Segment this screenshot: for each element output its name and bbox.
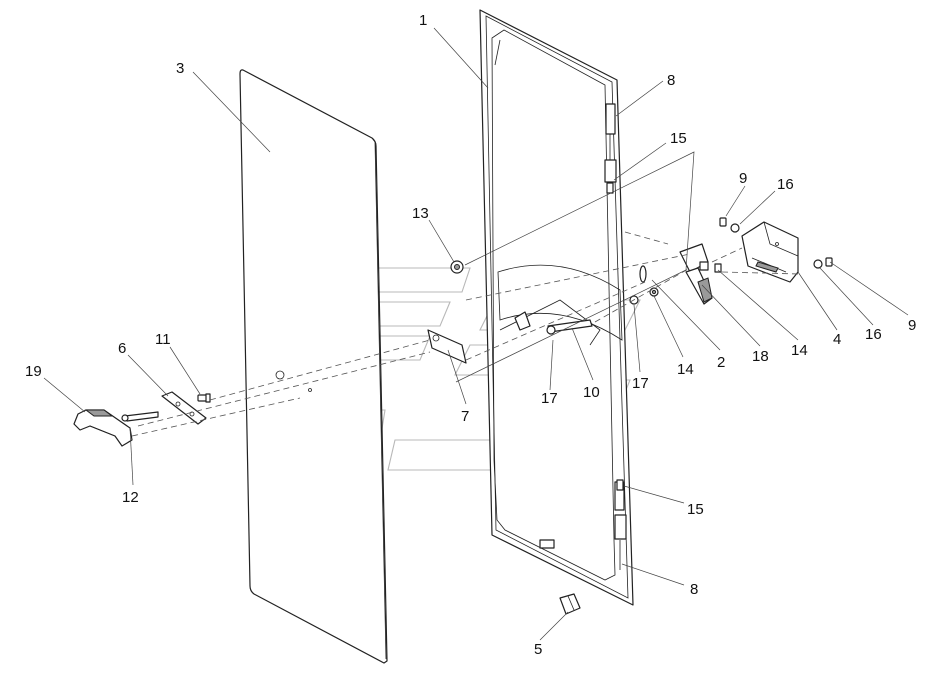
callout-6: 6: [118, 340, 126, 357]
callout-15: 15: [687, 501, 704, 518]
hinge-lower: [614, 481, 627, 570]
callout-5: 5: [534, 641, 542, 658]
screw-9-lower: [825, 257, 833, 267]
screw-9-upper: [719, 217, 727, 227]
handle-screw: [121, 411, 159, 422]
callout-19: 19: [25, 363, 42, 380]
hinge-pin-lower: [616, 479, 624, 491]
callout-labels: 1 3 8 15 9 16 13 11 6 19 12 7 17 10 17 1…: [25, 12, 916, 658]
callout-10: 10: [583, 384, 600, 401]
latch: [699, 261, 722, 273]
striker-housing: [741, 221, 799, 283]
hinge-pin-upper: [606, 182, 614, 194]
leader-lines: [43, 27, 909, 641]
callout-16: 16: [777, 176, 794, 193]
callout-4: 4: [833, 331, 841, 348]
nut: [450, 260, 464, 274]
escutcheon-plate: [161, 391, 207, 425]
glass-panel: [239, 69, 388, 664]
door-handle: [73, 409, 133, 447]
nut-14: [649, 287, 659, 297]
callout-12: 12: [122, 489, 139, 506]
callout-14: 14: [677, 361, 694, 378]
callout-17: 17: [541, 390, 558, 407]
callout-9: 9: [739, 170, 747, 187]
assembly-lines: [131, 151, 801, 437]
callout-14: 14: [791, 342, 808, 359]
clip: [559, 593, 581, 615]
callout-18: 18: [752, 348, 769, 365]
door-frame: [479, 9, 634, 606]
callout-9: 9: [908, 317, 916, 334]
callout-2: 2: [717, 354, 725, 371]
plate-screw: [197, 393, 211, 403]
hinge-upper: [604, 103, 617, 183]
callout-17: 17: [632, 375, 649, 392]
callout-3: 3: [176, 60, 184, 77]
callout-1: 1: [419, 12, 427, 29]
washer-16-lower: [813, 259, 823, 269]
callout-7: 7: [461, 408, 469, 425]
callout-15: 15: [670, 130, 687, 147]
spindle: [514, 311, 593, 335]
callout-16: 16: [865, 326, 882, 343]
callout-8: 8: [690, 581, 698, 598]
callout-11: 11: [155, 331, 171, 348]
callout-8: 8: [667, 72, 675, 89]
callout-13: 13: [412, 205, 429, 222]
lock-bracket: [427, 329, 467, 364]
washer-16-upper: [730, 223, 740, 233]
